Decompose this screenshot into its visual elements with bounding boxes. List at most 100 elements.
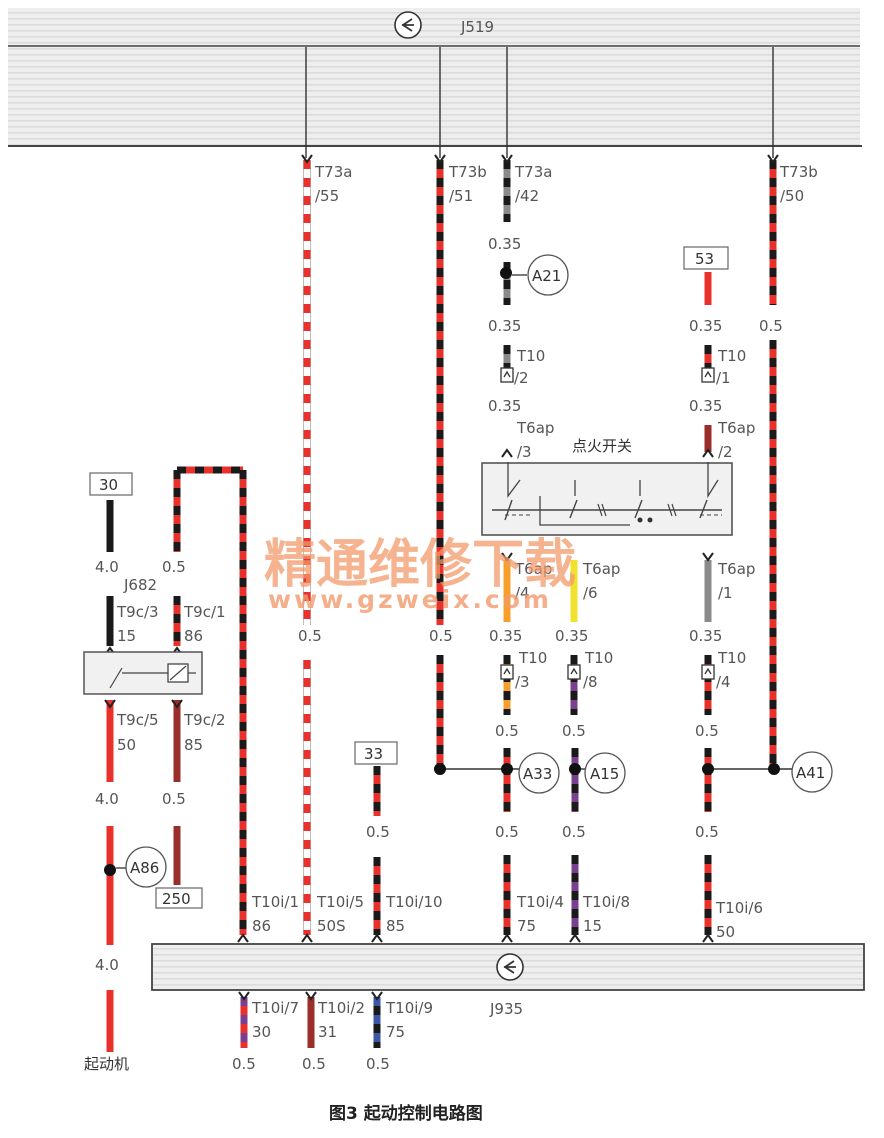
- connector-label: T10i/9: [385, 999, 433, 1017]
- connector-label: T6ap: [717, 419, 755, 437]
- svg-text:A41: A41: [796, 764, 825, 782]
- plug-connector-icon: [701, 367, 715, 383]
- connector-arrow-icon: [305, 991, 317, 1001]
- connector-label: T10i/1: [251, 893, 299, 911]
- connector-arrow-icon: [237, 933, 249, 943]
- connector-arrow-icon: [702, 448, 714, 458]
- svg-text:0.5: 0.5: [759, 317, 783, 335]
- connector-pin: 85: [386, 917, 405, 935]
- junction-a21: A21: [512, 254, 569, 296]
- wire-size-labels: 0.35 0.35 0.35 0.5 0.35 0.35 4.0 0.5 0.5…: [95, 235, 783, 1073]
- connector-label: T10i/2: [317, 999, 365, 1017]
- ecu-symbol-icon: [496, 953, 524, 981]
- svg-text:0.35: 0.35: [689, 627, 722, 645]
- plug-connector-icon: [500, 664, 514, 680]
- svg-text:0.5: 0.5: [162, 558, 186, 576]
- plug-connector-icon: [701, 664, 715, 680]
- connector-pin: 75: [517, 917, 536, 935]
- connector-arrow-icon: [104, 699, 116, 709]
- svg-text:0.5: 0.5: [232, 1055, 256, 1073]
- junction-a15: A15: [584, 752, 626, 794]
- connector-arrow-icon: [371, 933, 383, 943]
- connector-pin: 86: [252, 917, 271, 935]
- wire-layer: [106, 47, 792, 1052]
- connector-label: T9c/3: [116, 603, 159, 621]
- plug-connector-icon: [567, 664, 581, 680]
- connector-arrow-icon: [702, 552, 714, 562]
- connector-pin: /50: [780, 187, 804, 205]
- connector-label: T73a: [514, 163, 552, 181]
- connector-arrow-icon: [238, 991, 250, 1001]
- svg-text:0.5: 0.5: [695, 722, 719, 740]
- connector-pin: /55: [315, 187, 339, 205]
- connector-pin: /42: [515, 187, 539, 205]
- watermark-cn: 精通维修下载: [264, 535, 576, 595]
- connector-pin: 86: [184, 627, 203, 645]
- connector-pin: 31: [318, 1023, 337, 1041]
- connector-pin: 85: [184, 736, 203, 754]
- ecu-symbol-icon: [394, 11, 422, 39]
- connector-label: T9c/1: [183, 603, 226, 621]
- splice-dots: [104, 267, 780, 876]
- svg-text:4.0: 4.0: [95, 790, 119, 808]
- connector-mark-layer: [104, 154, 779, 1001]
- connector-label: T10: [717, 649, 746, 667]
- junction-a41: A41: [791, 751, 833, 793]
- connector-pin: 50: [716, 923, 735, 941]
- svg-text:0.5: 0.5: [695, 823, 719, 841]
- connector-pin: /2: [718, 443, 733, 461]
- connector-label: T10: [717, 347, 746, 365]
- connector-arrow-icon: [501, 448, 513, 458]
- connector-labels: T73a /55 T73b /51 T73a /42 T73b /50 T10 …: [116, 163, 818, 1041]
- svg-text:0.5: 0.5: [429, 627, 453, 645]
- connector-arrow-icon: [767, 154, 779, 164]
- svg-text:0.5: 0.5: [562, 722, 586, 740]
- plug-arrow-icon: [503, 667, 511, 675]
- terminal-box-33: 33: [354, 741, 398, 765]
- connector-arrow-icon: [501, 933, 513, 943]
- connector-pin: /1: [716, 369, 731, 387]
- svg-text:0.35: 0.35: [555, 627, 588, 645]
- connector-arrow-icon: [702, 933, 714, 943]
- connector-label: T10i/10: [385, 893, 443, 911]
- plug-connector-icon: [500, 367, 514, 383]
- svg-text:0.5: 0.5: [298, 627, 322, 645]
- svg-text:0.5: 0.5: [162, 790, 186, 808]
- connector-arrow-icon: [371, 991, 383, 1001]
- connector-label: T10: [516, 347, 545, 365]
- svg-text:0.5: 0.5: [495, 823, 519, 841]
- connector-pin: /3: [515, 673, 530, 691]
- connector-pin: /3: [517, 443, 532, 461]
- svg-text:0.35: 0.35: [689, 317, 722, 335]
- watermark: 精通维修下载 www.gzweix.com: [264, 535, 576, 614]
- plug-arrow-icon: [503, 370, 511, 378]
- connector-pin: /4: [716, 673, 731, 691]
- connector-label: T10: [584, 649, 613, 667]
- svg-text:0.35: 0.35: [488, 397, 521, 415]
- connector-pin: 50: [117, 736, 136, 754]
- connector-arrow-icon: [301, 154, 313, 164]
- svg-text:53: 53: [695, 250, 714, 268]
- connector-label: T73b: [779, 163, 818, 181]
- connector-arrow-icon: [501, 552, 513, 562]
- svg-text:0.5: 0.5: [495, 722, 519, 740]
- relay-j682: J682: [83, 576, 203, 695]
- svg-text:4.0: 4.0: [95, 956, 119, 974]
- svg-text:250: 250: [162, 890, 191, 908]
- terminal-box-250: 250: [155, 887, 203, 909]
- connector-label: T10i/5: [316, 893, 364, 911]
- svg-text:0.35: 0.35: [488, 235, 521, 253]
- junction-a86: A86: [116, 846, 167, 888]
- svg-text:A15: A15: [590, 765, 619, 783]
- connector-pin: 75: [386, 1023, 405, 1041]
- connector-label: T10i/4: [516, 893, 564, 911]
- connector-pin: /4: [515, 584, 530, 602]
- connector-arrow-icon: [301, 933, 313, 943]
- connector-pin: 50S: [317, 917, 346, 935]
- connector-label: T6ap: [514, 560, 552, 578]
- ecu-j935-label: J935: [489, 1000, 523, 1018]
- svg-text:4.0: 4.0: [95, 558, 119, 576]
- connector-label: T73a: [314, 163, 352, 181]
- connector-pin: 15: [583, 917, 602, 935]
